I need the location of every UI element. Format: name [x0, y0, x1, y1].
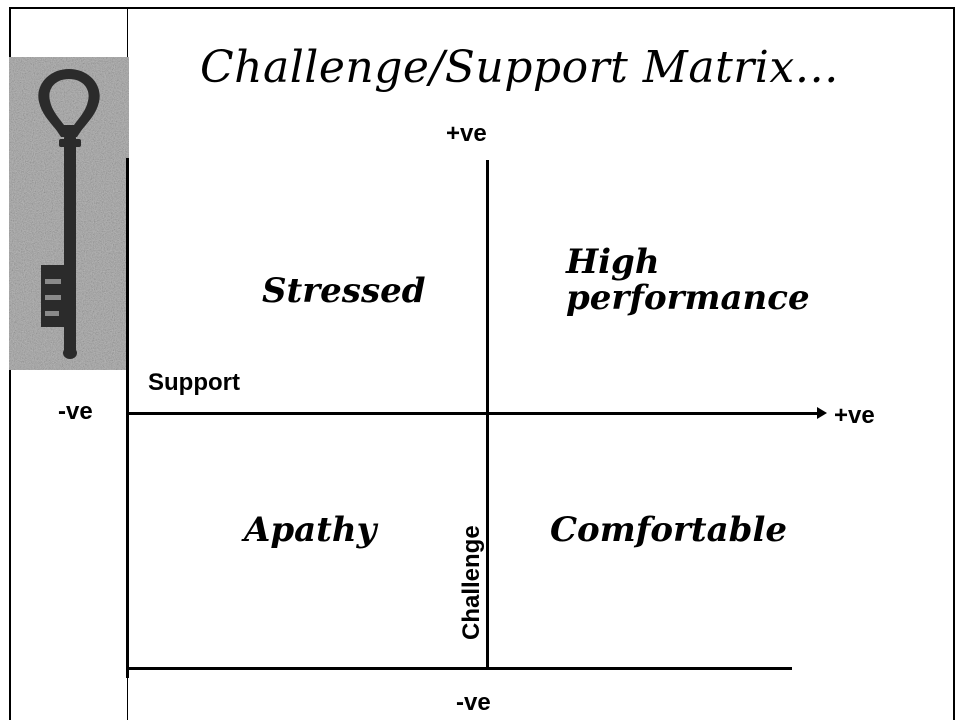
- quadrant-apathy: Apathy: [244, 510, 377, 550]
- quadrant-stressed: Stressed: [262, 271, 426, 311]
- support-axis-label: Support: [148, 369, 240, 396]
- quadrant-high-line2: performance: [566, 278, 810, 318]
- bottom-axis-line: [128, 667, 792, 670]
- challenge-axis-label: Challenge: [458, 525, 485, 640]
- support-axis-arrow: [817, 407, 827, 419]
- old-key-icon: [9, 57, 129, 370]
- left-axis-line: [126, 158, 129, 678]
- quadrant-high-performance: High performance: [566, 244, 810, 316]
- vertical-bottom-label: -ve: [456, 689, 491, 716]
- horizontal-right-label: +ve: [834, 402, 875, 429]
- slide-title: Challenge/Support Matrix…: [200, 42, 840, 93]
- quadrant-comfortable: Comfortable: [550, 510, 787, 550]
- horizontal-left-label: -ve: [58, 398, 93, 425]
- challenge-axis-line: [486, 160, 489, 668]
- vertical-top-label: +ve: [446, 120, 487, 147]
- quadrant-high-line1: High: [566, 242, 660, 282]
- support-axis-line: [128, 412, 820, 415]
